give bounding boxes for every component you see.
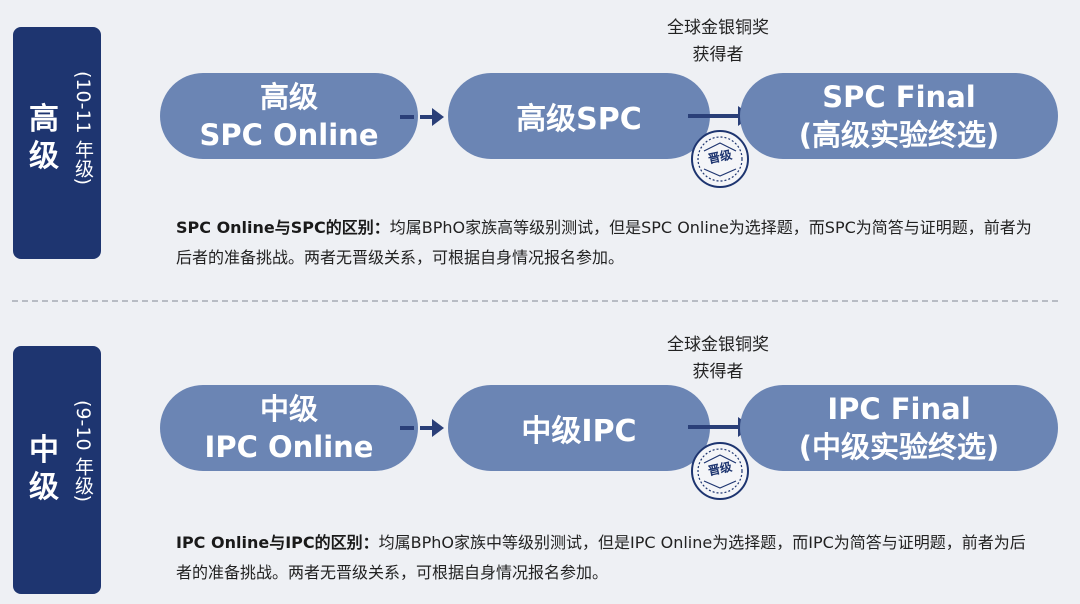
dashed-arrow-icon [398,415,446,441]
senior-step-main-label: 高级SPC [516,102,642,137]
senior-step-final: SPC Final (高级实验终选) [740,73,1058,159]
senior-step-online-line2: SPC Online [199,118,379,152]
senior-step-final-line1: SPC Final [822,80,976,114]
junior-step-main: 中级IPC [448,385,710,471]
senior-winners-line2: 获得者 [692,45,744,65]
senior-note-text: 均属BPhO家族高等级别测试，但是SPC Online为选择题，而SPC为简答与… [176,218,1032,267]
junior-step-final-line2: (中级实验终选) [798,430,1000,464]
junior-note: IPC Online与IPC的区别：均属BPhO家族中等级别测试，但是IPC O… [176,528,1036,588]
senior-step-online: 高级 SPC Online [160,73,418,159]
senior-grade-range: (10-11 年级) [72,71,94,186]
senior-step-final-line2: (高级实验终选) [798,118,1000,152]
junior-winners-line1: 全球金银铜奖 [667,335,769,355]
junior-winners-label: 全球金银铜奖 获得者 [632,332,804,386]
junior-section: 中级 (9-10 年级) 中级 IPC Online 中级IPC 全球金银铜奖 … [0,318,1080,604]
junior-level-tab: 中级 (9-10 年级) [13,346,101,594]
junior-grade-range: (9-10 年级) [72,400,94,502]
junior-step-online-line1: 中级 [259,392,318,426]
junior-step-main-label: 中级IPC [521,414,637,449]
junior-level-name: 中级 [29,433,59,505]
junior-promotion-stamp-icon: 晋级 [690,441,750,501]
senior-note-term: SPC Online与SPC的区别： [176,218,390,237]
senior-promotion-stamp-icon: 晋级 [690,129,750,189]
junior-step-final: IPC Final (中级实验终选) [740,385,1058,471]
junior-note-term: IPC Online与IPC的区别： [176,533,379,552]
junior-step-online-line2: IPC Online [204,430,374,464]
junior-winners-line2: 获得者 [692,362,744,382]
senior-winners-label: 全球金银铜奖 获得者 [632,15,804,69]
dashed-arrow-icon [398,104,446,130]
senior-note: SPC Online与SPC的区别：均属BPhO家族高等级别测试，但是SPC O… [176,213,1036,273]
section-divider [12,300,1058,302]
junior-step-online: 中级 IPC Online [160,385,418,471]
senior-step-online-line1: 高级 [259,80,318,114]
senior-section: 高级 (10-11 年级) 高级 SPC Online 高级SPC 全球金银铜奖… [0,0,1080,300]
junior-note-text: 均属BPhO家族中等级别测试，但是IPC Online为选择题，而IPC为简答与… [176,533,1026,582]
senior-level-tab: 高级 (10-11 年级) [13,27,101,259]
senior-level-name: 高级 [29,102,59,174]
senior-winners-line1: 全球金银铜奖 [667,18,769,38]
senior-step-main: 高级SPC [448,73,710,159]
junior-step-final-line1: IPC Final [827,392,971,426]
